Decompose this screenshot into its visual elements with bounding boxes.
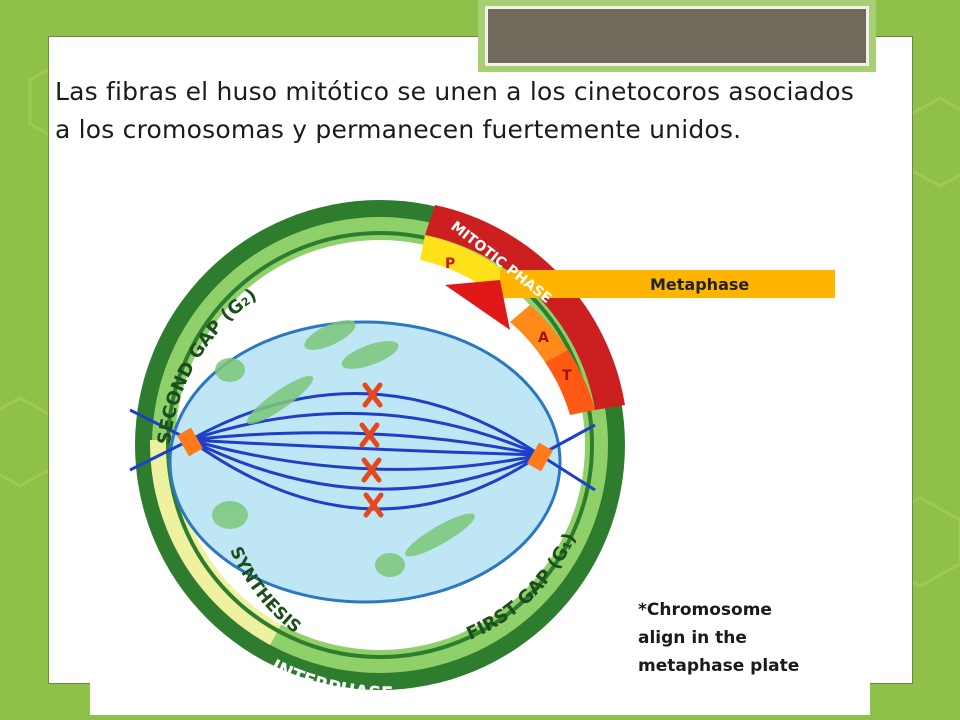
slide-body-text: Las fibras el huso mitótico se unen a lo… (55, 77, 854, 144)
chromosomes-metaphase-plate (359, 382, 384, 518)
centrosome-right (527, 442, 553, 472)
telophase-letter: T (562, 368, 572, 384)
anaphase-letter: A (538, 330, 549, 346)
prophase-letter: P (445, 256, 455, 272)
inner-ring-line (166, 231, 594, 659)
prophase-segment (420, 235, 510, 295)
metaphase-pointer (445, 280, 510, 330)
centrosome-left (177, 427, 203, 457)
mitotic-band (425, 205, 625, 410)
title-badge-inner (485, 6, 869, 66)
title-badge (478, 0, 876, 72)
metaphase-label: Metaphase (650, 275, 749, 294)
metaphase-bar (500, 270, 835, 298)
anaphase-segment (510, 305, 568, 362)
organelles (212, 320, 475, 577)
cell-cycle-figure: Metaphase SECOND GAP (G2) SYNTHESIS INTE… (90, 190, 870, 715)
telophase-segment (545, 350, 595, 415)
chromosome-note: *Chromosome align in the metaphase plate (638, 600, 799, 676)
